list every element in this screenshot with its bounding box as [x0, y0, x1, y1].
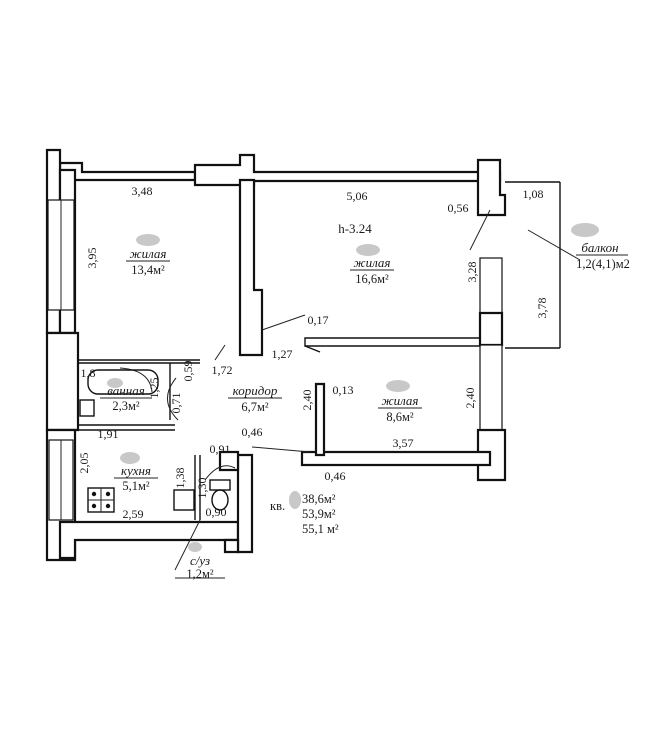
wc-label: с/уз [190, 553, 210, 568]
dim-3-78: 3,78 [535, 298, 549, 319]
dim-1-91: 1,91 [98, 427, 119, 441]
apartment-totals: кв. 38,6м² 53,9м² 55,1 м² [270, 492, 339, 536]
kitchen-label: кухня [121, 463, 151, 478]
room-labels: жилая 13,4м² жилая 16,6м² жилая 8,6м² ко… [100, 221, 630, 581]
dim-0-90: 0,90 [206, 505, 227, 519]
dim-1-08: 1,08 [523, 187, 544, 201]
totals-prefix: кв. [270, 499, 285, 513]
dim-2-40-a: 2,40 [300, 390, 314, 411]
totals-living: 38,6м² [302, 492, 336, 506]
interior-walls [74, 178, 481, 522]
washbasin [79, 399, 95, 417]
living2-area: 16,6м² [355, 272, 389, 286]
dim-3-28: 3,28 [465, 262, 479, 283]
dim-1-72: 1,72 [212, 363, 233, 377]
wc-area: 1,2м² [186, 567, 214, 581]
dim-0-56: 0,56 [448, 201, 469, 215]
corridor-area: 6,7м² [241, 400, 269, 414]
living3-area: 8,6м² [386, 410, 414, 424]
dim-0-17: 0,17 [308, 313, 329, 327]
living1-label: жилая [130, 246, 167, 261]
exterior-walls [45, 148, 507, 562]
dim-3-57: 3,57 [393, 436, 414, 450]
redacted-marks [107, 223, 599, 552]
balcony-area: 1,2(4,1)м2 [576, 257, 630, 271]
toilet-icon [209, 479, 231, 511]
dim-3-48: 3,48 [132, 184, 153, 198]
balcony-label: балкон [581, 240, 618, 255]
bath-label: ванная [107, 383, 145, 398]
ceiling-height: h-3.24 [338, 221, 372, 236]
living1-area: 13,4м² [131, 263, 165, 277]
balcony [505, 181, 581, 349]
dim-0-13: 0,13 [333, 383, 354, 397]
dim-2-05: 2,05 [77, 453, 91, 474]
dim-0-91: 0,91 [210, 442, 231, 456]
bath-area: 2,3м² [112, 399, 140, 413]
totals-total: 53,9м² [302, 507, 336, 521]
dim-0-59: 0,59 [181, 361, 195, 382]
totals-with-balcony: 55,1 м² [302, 522, 339, 536]
dim-3-95: 3,95 [85, 248, 99, 269]
dim-0-71: 0,71 [169, 393, 183, 414]
dim-1-25: 1,25 [147, 378, 161, 399]
living2-label: жилая [354, 255, 391, 270]
corridor-label: коридор [233, 383, 278, 398]
dim-1-30: 1,30 [195, 478, 209, 499]
dim-2-40-b: 2,40 [463, 388, 477, 409]
sink-icon [173, 489, 195, 511]
dim-1-27: 1,27 [272, 347, 293, 361]
dim-0-46-b: 0,46 [325, 469, 346, 483]
dim-5-06: 5,06 [347, 189, 368, 203]
dim-0-46-a: 0,46 [242, 425, 263, 439]
leader-lines [174, 209, 491, 579]
bathtub [87, 369, 159, 395]
dim-1-8: 1,8 [81, 366, 96, 380]
stove-icon [87, 487, 115, 513]
living3-label: жилая [382, 393, 419, 408]
dimension-labels: 3,48 5,06 1,08 0,56 3,95 3,28 3,78 0,17 … [77, 184, 549, 521]
dim-2-59: 2,59 [123, 507, 144, 521]
kitchen-area: 5,1м² [122, 479, 150, 493]
dim-1-38: 1,38 [173, 468, 187, 489]
